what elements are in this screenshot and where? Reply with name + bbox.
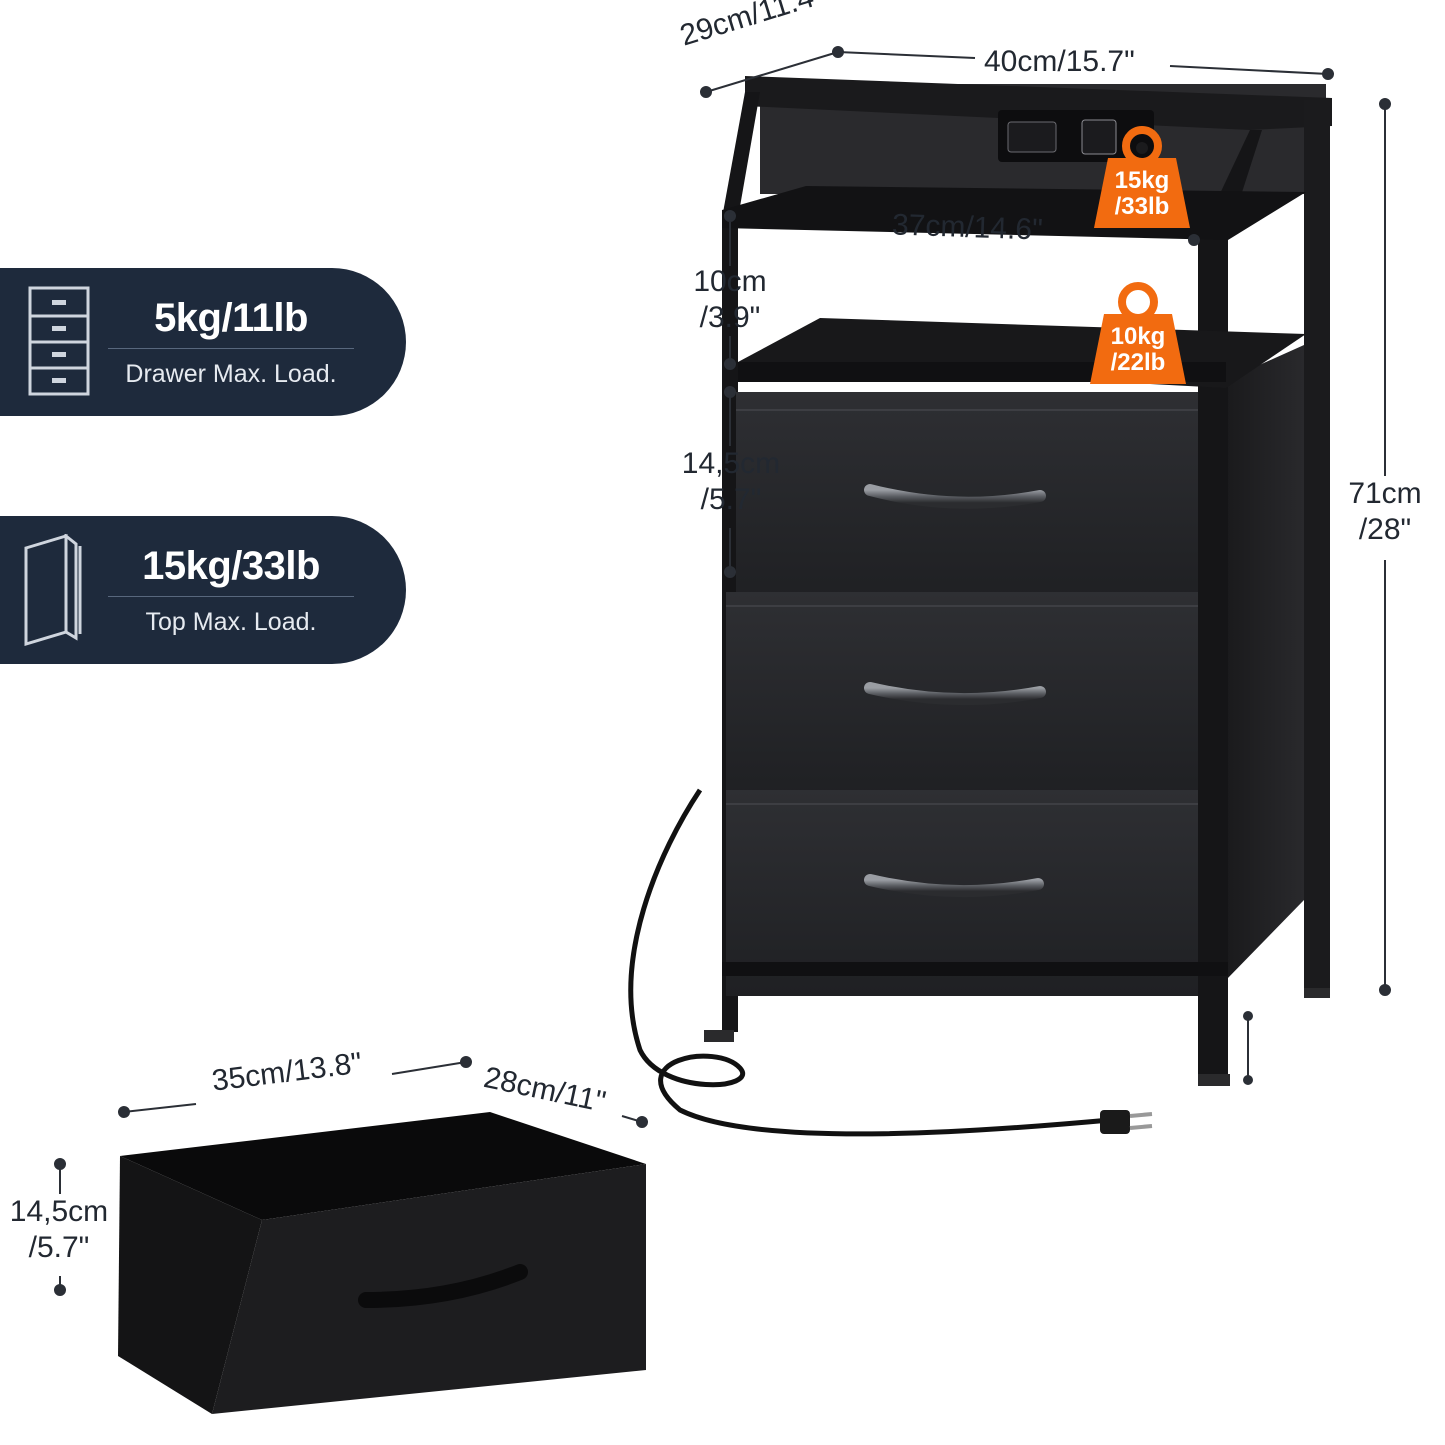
height-metric: 71cm xyxy=(1348,477,1422,510)
drawer-gap-metric: 14,5cm xyxy=(681,447,781,480)
foot xyxy=(704,1030,734,1042)
back-right-leg xyxy=(1304,100,1330,990)
drawer-height-label: 14,5cm /5.7" xyxy=(0,1194,118,1266)
divider xyxy=(108,348,354,349)
drawer-handle xyxy=(864,682,1046,706)
top-load-tag-imperial: /33lb xyxy=(1114,193,1170,220)
weight-tag-middle xyxy=(1090,282,1186,384)
top-load-caption: Top Max. Load. xyxy=(145,608,317,636)
side-panel xyxy=(1226,345,1304,980)
plug-icon xyxy=(1100,1110,1130,1134)
top-load-tag-metric: 15kg xyxy=(1114,167,1170,194)
inner-width-label: 37cm/14.6" xyxy=(891,208,1044,247)
drawer-height-metric: 14,5cm xyxy=(9,1195,109,1228)
drawer-load-caption: Drawer Max. Load. xyxy=(125,360,337,388)
shelf-gap-imperial: /3.9" xyxy=(699,301,761,334)
drawer-1 xyxy=(736,392,1198,600)
left-side-rail xyxy=(722,92,760,218)
drawer-cabinet-icon xyxy=(28,286,90,396)
plug-prong xyxy=(1129,1124,1153,1130)
drawer-load-value: 5kg/11lb xyxy=(154,296,308,340)
drawer-handle xyxy=(358,1264,528,1308)
outlet-icon xyxy=(1081,119,1117,155)
power-cord xyxy=(628,788,1111,1137)
drawer-handle xyxy=(864,484,1046,509)
middle-load-tag-imperial: /22lb xyxy=(1110,349,1166,376)
top-load-value: 15kg/33lb xyxy=(142,544,320,588)
usb-port-icon xyxy=(1007,121,1057,153)
plug-prong xyxy=(1129,1112,1153,1118)
drawer-gap-label: 14,5cm /5.7" xyxy=(666,446,796,518)
top-frame xyxy=(745,76,1332,130)
top-load-tag-label: 15kg /33lb xyxy=(1087,168,1197,220)
middle-load-tag-label: 10kg /22lb xyxy=(1083,324,1193,376)
shelf-gap-metric: 10cm xyxy=(693,265,767,298)
width-label: 40cm/15.7" xyxy=(984,45,1135,78)
bottom-rail xyxy=(722,962,1228,976)
drawer-side xyxy=(118,1156,262,1414)
middle-load-tag-metric: 10kg xyxy=(1110,323,1166,350)
shelf-gap-label: 10cm /3.9" xyxy=(670,264,790,336)
height-label: 71cm /28" xyxy=(1330,476,1440,548)
panel-board-icon xyxy=(24,534,82,646)
drawer-gap-imperial: /5.7" xyxy=(700,483,762,516)
weight-tag-top xyxy=(1094,126,1190,228)
drawer-handle xyxy=(864,874,1044,898)
drawer-height-imperial: /5.7" xyxy=(28,1231,90,1264)
divider xyxy=(108,596,354,597)
top-load-badge: 15kg/33lb Top Max. Load. xyxy=(0,516,406,664)
dimension-lines xyxy=(54,46,1391,1296)
nightstand xyxy=(628,76,1332,1137)
height-imperial: /28" xyxy=(1358,513,1412,546)
drawer-inside xyxy=(120,1112,646,1220)
foot xyxy=(1198,1074,1230,1086)
standalone-drawer xyxy=(118,1112,646,1414)
foot xyxy=(1304,988,1330,998)
drawer-load-badge: 5kg/11lb Drawer Max. Load. xyxy=(0,268,406,416)
